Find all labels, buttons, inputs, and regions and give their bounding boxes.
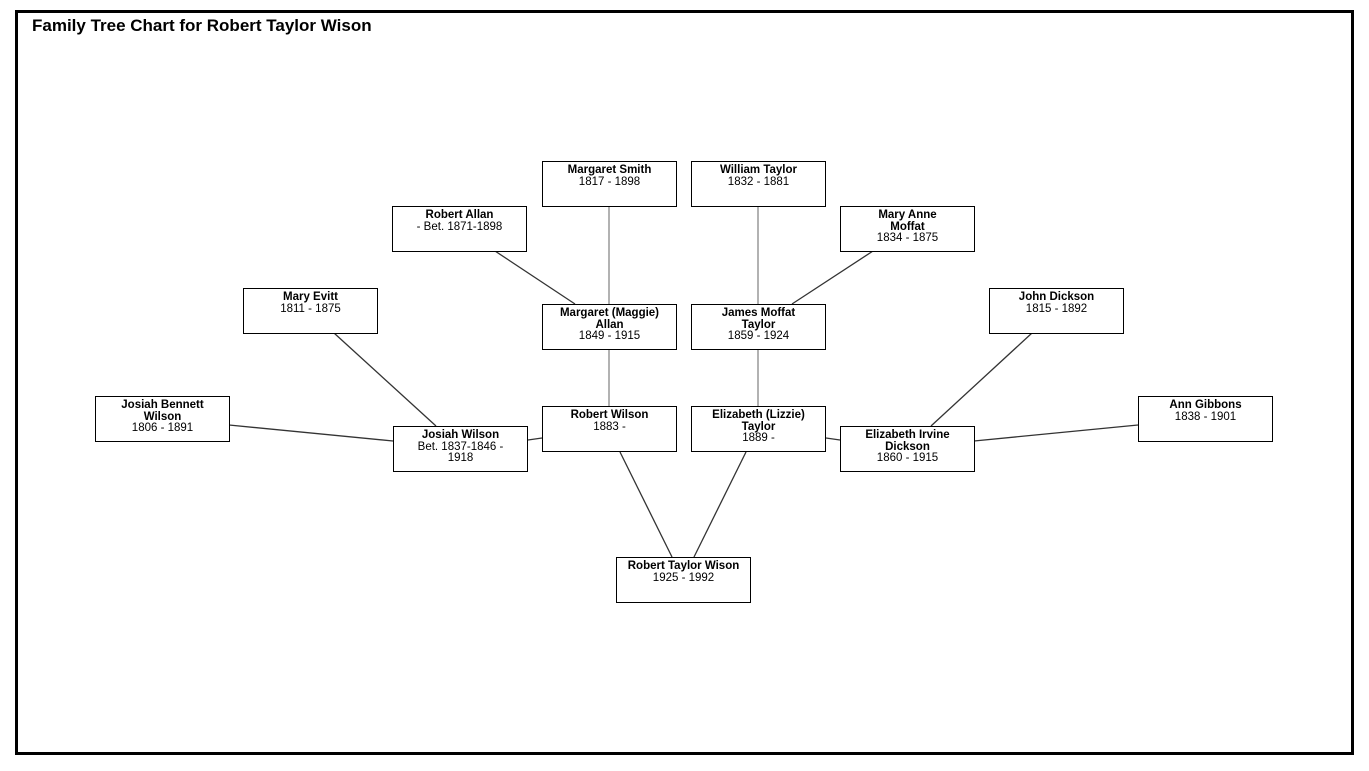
person-dates: 1817 - 1898 [578, 175, 641, 188]
person-name: Josiah Wilson [421, 429, 500, 441]
connector-mat-grandmother-ann-gibbons [973, 424, 1139, 442]
connector-mat-grandfather-mary-anne-moffat [791, 250, 874, 305]
person-name: Mary Anne Moffat [878, 209, 937, 233]
connector-root-mother [693, 451, 747, 558]
person-name: Elizabeth (Lizzie) Taylor [712, 409, 805, 433]
chart-title: Family Tree Chart for Robert Taylor Wiso… [32, 16, 372, 35]
person-box-william-taylor[interactable]: William Taylor 1832 - 1881 [691, 161, 826, 207]
person-dates: 1849 - 1915 [578, 330, 641, 342]
person-box-josiah-bennett-wilson[interactable]: Josiah Bennett Wilson 1806 - 1891 [95, 396, 230, 442]
person-name: Mary Evitt [283, 291, 338, 303]
person-box-mary-evitt[interactable]: Mary Evitt 1811 - 1875 [243, 288, 378, 334]
person-name: Robert Wilson [570, 409, 649, 421]
person-dates: 1859 - 1924 [727, 330, 790, 342]
person-name: William Taylor [719, 164, 797, 176]
person-box-robert-wilson[interactable]: Robert Wilson 1883 - [542, 406, 677, 452]
person-dates: Bet. 1837-1846 - 1918 [417, 440, 504, 464]
person-name: Robert Taylor Wison [627, 560, 740, 572]
person-dates: 1834 - 1875 [876, 232, 939, 244]
person-box-robert-taylor-wison[interactable]: Robert Taylor Wison 1925 - 1992 [616, 557, 751, 603]
person-box-james-moffat-taylor[interactable]: James Moffat Taylor 1859 - 1924 [691, 304, 826, 350]
person-name: James Moffat Taylor [721, 307, 796, 331]
person-box-elizabeth-irvine-dickson[interactable]: Elizabeth Irvine Dickson 1860 - 1915 [840, 426, 975, 472]
connector-pat-grandfather-mary-evitt [333, 332, 437, 427]
person-name: Elizabeth Irvine Dickson [865, 429, 950, 453]
person-box-ann-gibbons[interactable]: Ann Gibbons 1838 - 1901 [1138, 396, 1273, 442]
connector-mat-grandmother-john-dickson [930, 332, 1033, 427]
person-name: John Dickson [1018, 291, 1095, 303]
connector-pat-grandfather-josiah-bennett [228, 424, 394, 442]
person-box-mary-anne-moffat[interactable]: Mary Anne Moffat 1834 - 1875 [840, 206, 975, 252]
person-dates: 1925 - 1992 [652, 571, 715, 584]
person-dates: 1832 - 1881 [727, 175, 790, 188]
person-box-elizabeth-lizzie-taylor[interactable]: Elizabeth (Lizzie) Taylor 1889 - [691, 406, 826, 452]
person-box-josiah-wilson[interactable]: Josiah Wilson Bet. 1837-1846 - 1918 [393, 426, 528, 472]
person-dates: - Bet. 1871-1898 [416, 220, 503, 233]
person-name: Margaret Smith [567, 164, 652, 176]
person-box-margaret-smith[interactable]: Margaret Smith 1817 - 1898 [542, 161, 677, 207]
person-dates: 1883 - [593, 420, 626, 433]
person-name: Robert Allan [425, 209, 494, 221]
connector-pat-grandmother-robert-allan [494, 250, 576, 305]
person-name: Ann Gibbons [1169, 399, 1242, 411]
person-name: Margaret (Maggie) Allan [559, 307, 660, 331]
person-dates: 1815 - 1892 [1025, 302, 1088, 315]
person-name: Josiah Bennett Wilson [121, 399, 204, 423]
connector-father-pat-grandfather [527, 437, 543, 441]
person-dates: 1860 - 1915 [876, 452, 939, 464]
person-box-robert-allan[interactable]: Robert Allan - Bet. 1871-1898 [392, 206, 527, 252]
person-box-margaret-maggie-allan[interactable]: Margaret (Maggie) Allan 1849 - 1915 [542, 304, 677, 350]
person-dates: 1838 - 1901 [1174, 410, 1237, 423]
connector-root-father [619, 451, 673, 558]
chart-frame [15, 10, 1354, 755]
connector-mother-mat-grandmother [825, 437, 841, 441]
person-dates: 1811 - 1875 [280, 302, 341, 315]
person-dates: 1806 - 1891 [131, 422, 194, 434]
person-box-john-dickson[interactable]: John Dickson 1815 - 1892 [989, 288, 1124, 334]
person-dates: 1889 - [742, 432, 775, 444]
